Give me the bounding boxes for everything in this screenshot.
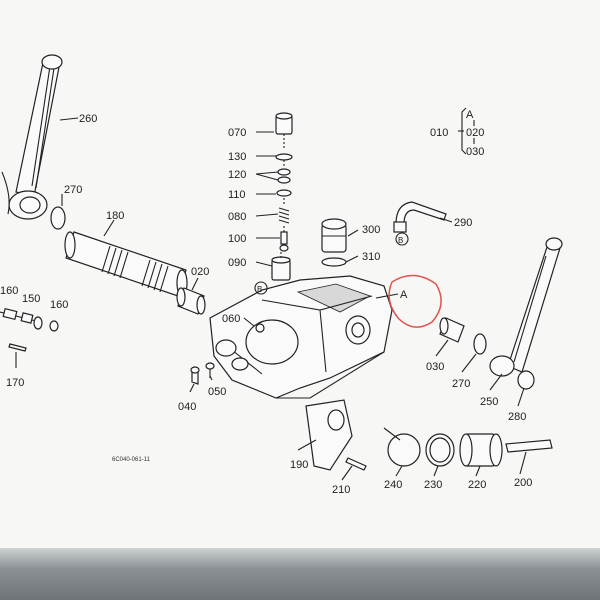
pipe-290 xyxy=(393,201,447,233)
label-020: 020 xyxy=(191,266,209,278)
label-280: 280 xyxy=(508,411,526,423)
piston-set xyxy=(383,427,553,467)
key-bracket xyxy=(458,107,475,155)
label-160-right: 160 xyxy=(50,299,68,311)
o-ring-270-left xyxy=(50,206,66,230)
label-110: 110 xyxy=(228,189,246,201)
label-050: 050 xyxy=(208,386,226,398)
label-240: 240 xyxy=(384,479,402,491)
leader-lines xyxy=(15,117,527,481)
label-250: 250 xyxy=(480,396,498,408)
callout-b-circle-left xyxy=(254,281,268,295)
label-160-left: 160 xyxy=(0,285,18,297)
drawing-code: 6C040-061-11 xyxy=(112,457,151,463)
label-060: 060 xyxy=(222,313,240,325)
lift-shaft xyxy=(64,231,188,297)
label-290: 290 xyxy=(454,217,472,229)
key-ref: 010 xyxy=(430,127,448,139)
arm-bracket-190 xyxy=(305,399,367,471)
label-170: 170 xyxy=(6,377,24,389)
bolts-040-050 xyxy=(190,362,215,385)
label-130: 130 xyxy=(228,151,246,163)
valve-parts-left xyxy=(0,307,59,352)
key-item-020: 020 xyxy=(466,127,484,139)
lift-arm-left xyxy=(1,54,63,220)
label-230: 230 xyxy=(424,479,442,491)
label-070: 070 xyxy=(228,127,246,139)
label-310: 310 xyxy=(362,251,380,263)
parts-diagram: 260 270 180 020 160 150 160 170 070 130 … xyxy=(0,54,563,496)
callout-b-right: B xyxy=(398,236,403,245)
label-030: 030 xyxy=(426,361,444,373)
label-220: 220 xyxy=(468,479,486,491)
label-270-left: 270 xyxy=(64,184,82,196)
label-120: 120 xyxy=(228,169,246,181)
label-260: 260 xyxy=(79,113,97,125)
bushing-020 xyxy=(176,287,206,315)
label-080: 080 xyxy=(228,211,246,223)
label-210: 210 xyxy=(332,484,350,496)
label-090: 090 xyxy=(228,257,246,269)
label-190: 190 xyxy=(290,459,308,471)
lift-housing xyxy=(209,275,393,399)
label-040: 040 xyxy=(178,401,196,413)
cylinder-cover xyxy=(321,218,347,267)
key-item-030: 030 xyxy=(466,146,484,158)
key-item-a: A xyxy=(466,109,474,121)
label-100: 100 xyxy=(228,233,246,245)
label-150: 150 xyxy=(22,293,40,305)
callout-b-circle-right xyxy=(395,232,409,246)
callout-a: A xyxy=(400,289,408,301)
highlight-circle xyxy=(388,274,442,328)
monitor-bezel xyxy=(0,548,600,600)
right-arm-assembly xyxy=(439,237,563,390)
label-180: 180 xyxy=(106,210,124,222)
valve-stack xyxy=(271,112,293,281)
callout-b-left: B xyxy=(257,285,262,294)
label-300: 300 xyxy=(362,224,380,236)
label-270-right: 270 xyxy=(452,378,470,390)
label-200: 200 xyxy=(514,477,532,489)
